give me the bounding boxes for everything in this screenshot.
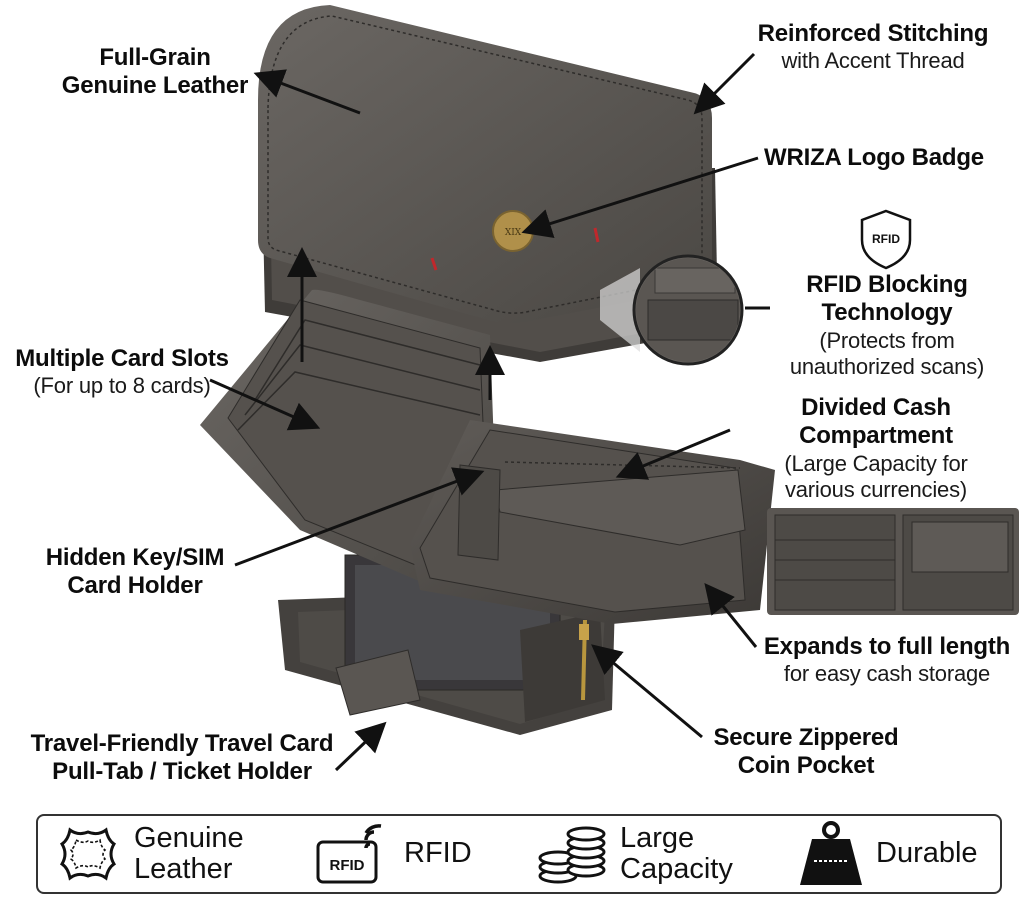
feature-large-capacity-line2: Capacity [620,853,733,885]
callout-travel-line2: Pull-Tab / Ticket Holder [52,758,312,786]
callout-travel-line1: Travel-Friendly Travel Card [30,730,334,757]
callout-zipper: Secure Zippered Coin Pocket [702,724,910,781]
callout-rfid-sub2: unauthorized scans) [789,353,985,379]
callout-card-slots: Multiple Card Slots (For up to 8 cards) [4,345,240,399]
feature-genuine-leather-line2: Leather [134,853,233,885]
callout-cash-sub2: various currencies) [784,476,968,502]
rfid-card-icon: RFID [316,824,382,884]
callout-logo: WRIZA Logo Badge [758,144,990,172]
callout-cash-sub1: (Large Capacity for [784,450,968,476]
feature-durable: Durable [796,816,978,892]
callout-cash-title: Divided Cash Compartment [799,394,953,450]
callout-rfid-sub1: (Protects from [819,327,955,353]
callout-rfid: RFID Blocking Technology (Protects from … [750,271,1024,380]
expanded-wallet-thumbnail [767,508,1019,615]
feature-rfid-line1: RFID [404,837,472,870]
feature-genuine-leather-line1: Genuine [134,821,244,854]
feature-genuine-leather: Genuine Leather [56,816,244,892]
weight-icon [800,821,862,885]
svg-text:XIX: XIX [505,228,522,238]
callout-card-slots-title: Multiple Card Slots [15,345,229,372]
feature-bar: Genuine Leather RFID RFID [36,814,1002,894]
callout-card-slots-subtitle: (For up to 8 cards) [33,373,211,399]
callout-key-holder: Hidden Key/SIM Card Holder [30,544,240,601]
callout-stitching-title: Reinforced Stitching [757,20,989,47]
callout-stitching: Reinforced Stitching with Accent Thread [752,20,994,74]
callout-expands-title: Expands to full length [763,633,1011,660]
callout-key-holder-line2: Card Holder [67,572,203,600]
callout-cash: Divided Cash Compartment (Large Capacity… [728,394,1024,503]
open-wallet [200,289,775,735]
callout-logo-title: WRIZA Logo Badge [764,144,984,171]
callout-arrows [209,52,770,772]
callout-stitching-subtitle: with Accent Thread [781,48,965,74]
coin-stack-icon [538,826,606,884]
callout-leather-subtitle: Genuine Leather [61,72,249,100]
callout-leather: Full-Grain Genuine Leather [40,44,270,101]
feature-large-capacity-line1: Large [620,821,695,854]
feature-large-capacity: Large Capacity [536,816,733,892]
leather-hide-icon [59,827,117,881]
callout-expands-subtitle: for easy cash storage [783,661,991,687]
callout-leather-title: Full-Grain [99,44,211,71]
callout-travel: Travel-Friendly Travel Card Pull-Tab / T… [26,730,338,787]
svg-text:RFID: RFID [872,232,900,246]
feature-durable-line1: Durable [876,837,978,870]
rfid-zoom-inset [600,254,744,366]
callout-expands: Expands to full length for easy cash sto… [760,633,1014,687]
callout-zipper-line2: Coin Pocket [737,752,875,780]
callout-key-holder-line1: Hidden Key/SIM [45,544,225,571]
callout-zipper-line1: Secure Zippered [713,724,899,751]
callout-rfid-title: RFID Blocking Technology [806,271,968,327]
rfid-shield-icon: RFID [860,209,912,270]
feature-rfid: RFID RFID [314,816,472,892]
svg-text:RFID: RFID [330,857,365,874]
